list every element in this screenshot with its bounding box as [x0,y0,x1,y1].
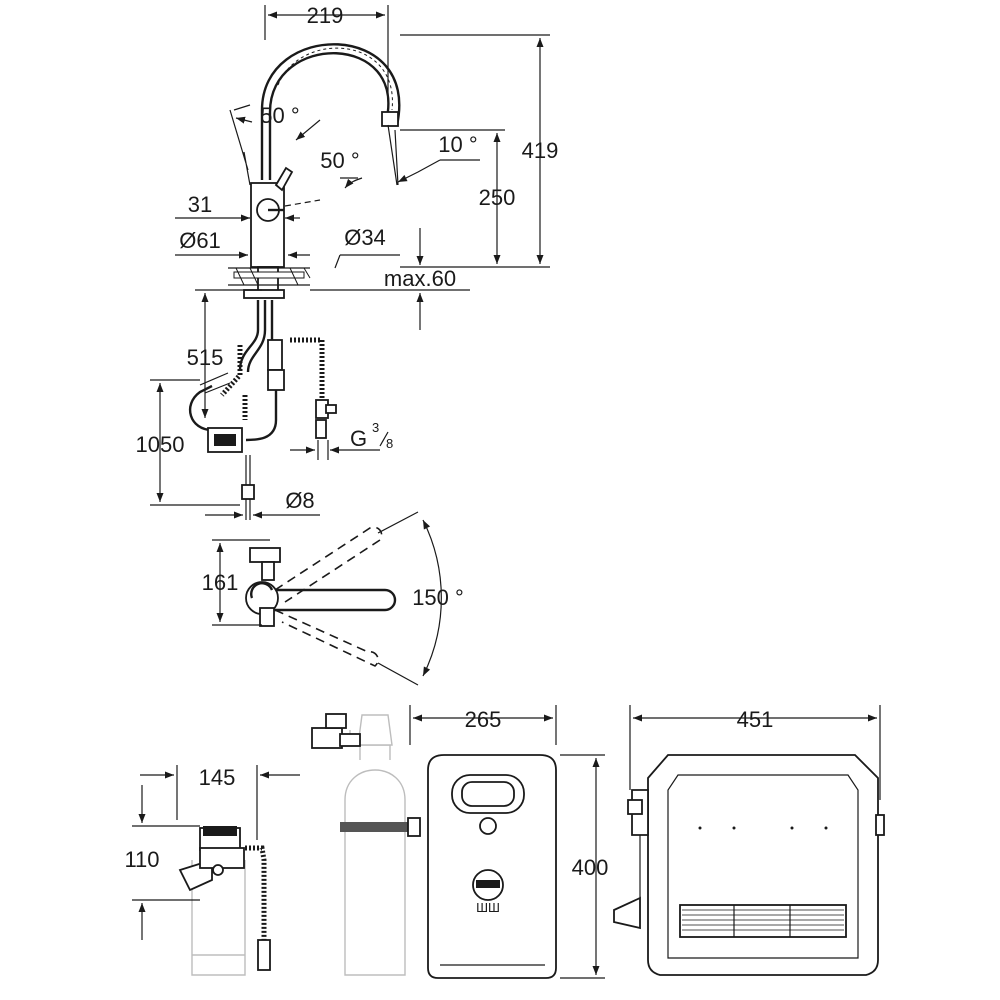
spout-outer [260,43,401,180]
dim-chiller-width: 451 [737,707,774,732]
dim-swivel-angle: 150 ° [412,585,464,610]
faucet-plan-view: 161 150 ° [202,511,464,686]
dim-spout-height: 250 [479,185,516,210]
dim-thread-den: 8 [386,436,393,451]
dim-lever-offset: 31 [188,192,212,217]
faucet-side-view: 219 50 ° 50 ° 10 ° 419 250 31 Ø61 Ø34 ma… [175,3,558,330]
dim-spout-reach: 219 [307,3,344,28]
co2-bottle [344,769,406,976]
dim-base-diameter: Ø61 [179,228,221,253]
dim-plan-depth: 161 [202,570,239,595]
dim-hose-length-total: 1050 [136,432,185,457]
dim-chiller-height: 400 [572,855,609,880]
chiller-side-housing [647,754,879,976]
dim-tube-diameter: Ø8 [285,488,314,513]
dim-lever-angle-left: 50 ° [260,103,299,128]
chiller-side-view: 451 [613,705,885,976]
chiller-knob [479,817,497,835]
spray-head [381,111,399,127]
chiller-front-view: ШШ 265 400 [311,705,609,979]
chiller-badge-label: ШШ [476,900,500,915]
dim-thread-num: 3 [372,420,379,435]
dim-shank-diameter: Ø34 [344,225,386,250]
hose-assembly: 515 1050 G 3 8 Ø8 [136,289,393,520]
lever-handle [274,166,294,192]
dim-filter-height: 110 [124,847,159,872]
dim-filter-width: 145 [199,765,236,790]
dim-max-counter: max.60 [384,266,456,291]
faucet-body [250,182,285,268]
dim-spout-tilt: 10 ° [438,132,477,157]
dim-lever-angle-right: 50 ° [320,148,359,173]
dim-chiller-depth: 265 [465,707,502,732]
dim-total-height: 419 [522,138,559,163]
spout-inner [268,52,390,180]
mounting-nut [243,289,285,299]
filter-unit: 145 110 [124,765,300,976]
dim-thread-size: G [350,426,367,451]
dim-hose-length-upper: 515 [187,345,224,370]
